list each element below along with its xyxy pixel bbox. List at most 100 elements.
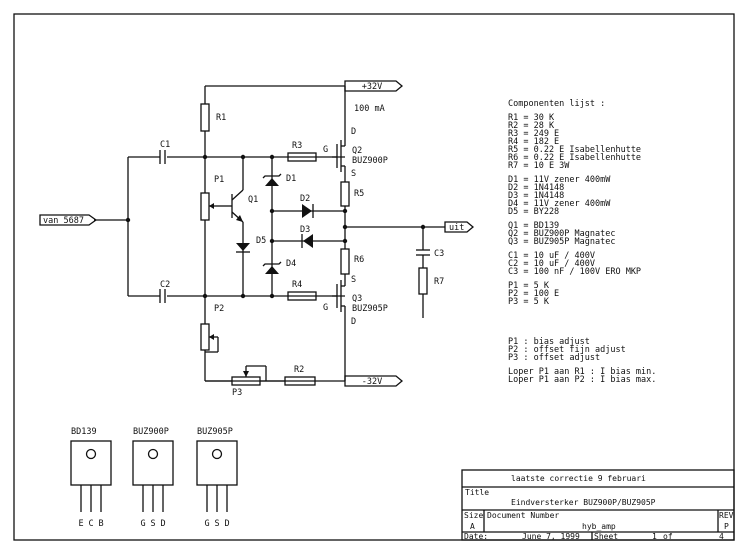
bom-p1: P1 = 5 K [508, 281, 550, 291]
date-label: Date: [464, 532, 488, 541]
d1-zener [262, 173, 282, 186]
note-p2: P2 : offset fijn adjust [508, 345, 626, 355]
note-loper-p2: Loper P1 aan P2 : I bias max. [508, 375, 656, 385]
r6-label: R6 [354, 255, 364, 265]
r5-label: R5 [354, 189, 364, 199]
p3-potentiometer [205, 365, 285, 386]
bom-d2: D2 = 1N4148 [508, 183, 564, 193]
r4-label: R4 [292, 280, 302, 290]
r6-resistor [340, 248, 350, 286]
title-label: Title [465, 488, 489, 497]
r7-resistor [418, 267, 428, 318]
r1-resistor [200, 86, 210, 157]
note-p3: P3 : offset adjust [508, 353, 600, 363]
rev-label: REV [719, 511, 734, 520]
positive-rail: +32V [205, 80, 404, 92]
bom-r1: R1 = 30 K [508, 113, 555, 123]
c2-capacitor [128, 289, 166, 303]
q1-transistor [221, 157, 244, 296]
d3-label: D3 [300, 225, 310, 235]
bom-r7: R7 = 10 E 3W [508, 161, 570, 171]
q3-part-label: BUZ905P [352, 304, 388, 314]
p1-label: P1 [214, 175, 224, 185]
date-value: June 7, 1999 [522, 532, 580, 541]
rev-value: P [724, 522, 729, 531]
package-bd139-name: BD139 [71, 427, 97, 437]
bom-p3: P3 = 5 K [508, 297, 550, 307]
output-port-label: uit [449, 223, 464, 233]
bom-r4: R4 = 182 E [508, 137, 559, 147]
bom-q3: Q3 = BUZ905P Magnatec [508, 237, 615, 247]
input-port: van 5687 [39, 214, 98, 226]
pin-g: G [204, 519, 209, 529]
c1-capacitor [128, 150, 166, 164]
r3-resistor [287, 152, 317, 162]
bom-d5: D5 = BY228 [508, 207, 559, 217]
d4-zener [262, 261, 282, 274]
q2-part-label: BUZ900P [352, 156, 388, 166]
q3-mosfet [332, 280, 346, 324]
bom-r2: R2 = 28 K [508, 121, 555, 131]
pin-d: D [224, 519, 229, 529]
r1-label: R1 [216, 113, 226, 123]
of-value: 4 [719, 532, 724, 541]
bom-r6: R6 = 0.22 E Isabellenhutte [508, 153, 641, 163]
q2-source-label: S [351, 169, 356, 179]
q2-label: Q2 [352, 146, 362, 156]
package-buz900p: BUZ900P G S D [132, 427, 174, 529]
r3-label: R3 [292, 141, 302, 151]
c1-label: C1 [160, 140, 170, 150]
package-buz905p-name: BUZ905P [197, 427, 233, 437]
d4-label: D4 [286, 259, 296, 269]
q2-drain-label: D [351, 127, 356, 137]
d1-label: D1 [286, 174, 296, 184]
pin-g: G [140, 519, 145, 529]
docnum-label: Document Number [487, 511, 559, 520]
d5-diode [236, 243, 250, 253]
r2-label: R2 [294, 365, 304, 375]
q1-label: Q1 [248, 195, 258, 205]
note-loper-r1: Loper P1 aan R1 : I bias min. [508, 367, 656, 377]
input-port-label: van 5687 [43, 216, 84, 226]
bom-d4: D4 = 11V zener 400mW [508, 199, 611, 209]
package-buz905p: BUZ905P G S D [196, 427, 238, 529]
pin-e: E [78, 519, 83, 529]
positive-rail-label: +32V [362, 82, 382, 92]
bom-c1: C1 = 10 uF / 400V [508, 251, 595, 261]
d2-label: D2 [300, 194, 310, 204]
p2-label: P2 [214, 304, 224, 314]
correction-note: laatste correctie 9 februari [511, 474, 646, 483]
r2-resistor [284, 376, 316, 386]
title-block: laatste correctie 9 februari Title Eindv… [461, 469, 735, 541]
bom-r3: R3 = 249 E [508, 129, 559, 139]
sheet-label: Sheet [594, 532, 618, 541]
bom-p2: P2 = 100 E [508, 289, 559, 299]
bom-r5: R5 = 0.22 E Isabellenhutte [508, 145, 641, 155]
bom-d3: D3 = 1N4148 [508, 191, 564, 201]
c3-label: C3 [434, 249, 444, 259]
q2-gate-label: G [323, 145, 328, 155]
sheet-border [13, 13, 735, 541]
note-p1: P1 : bias adjust [508, 337, 590, 347]
d3-diode [301, 234, 313, 248]
output-port: uit [444, 221, 475, 233]
pin-b: B [98, 519, 103, 529]
component-list: Componenten lijst : R1 = 30 K R2 = 28 K … [508, 99, 656, 385]
size-value: A [470, 522, 475, 531]
bom-title: Componenten lijst : [508, 99, 605, 109]
r4-resistor [287, 291, 317, 301]
q2-mosfet [332, 134, 346, 182]
d5-label: D5 [256, 236, 266, 246]
package-bd139: BD139 E C B [70, 427, 112, 529]
of-label: of [663, 532, 673, 541]
q3-drain-label: D [351, 317, 356, 327]
q3-source-label: S [351, 275, 356, 285]
pin-s: S [214, 519, 219, 529]
pin-c: C [88, 519, 93, 529]
bom-q2: Q2 = BUZ900P Magnatec [508, 229, 615, 239]
drawing-title: Eindversterker BUZ900P/BUZ905P [511, 498, 656, 507]
bom-c3: C3 = 100 nF / 100V ERO MKP [508, 267, 641, 277]
d2-diode [302, 204, 314, 218]
